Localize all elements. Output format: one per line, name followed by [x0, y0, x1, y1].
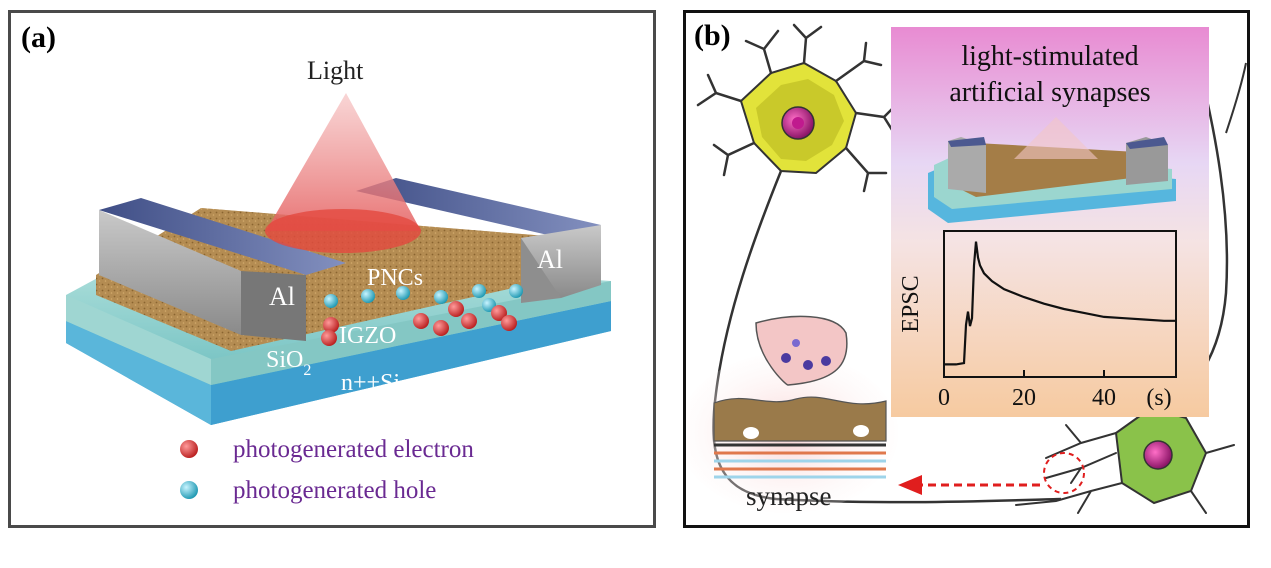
legend: photogenerated electron photogenerated h…: [180, 436, 474, 504]
panel-a-label: (a): [21, 21, 56, 54]
inset-title-line1: light-stimulated: [961, 41, 1138, 72]
electron-marker: [180, 440, 198, 458]
mini-device: [928, 117, 1176, 223]
synapse-label: synapse: [746, 481, 831, 511]
legend-hole-label: photogenerated hole: [233, 477, 436, 504]
sio2-label: SiO2: [266, 347, 311, 379]
epsc-series-line: [944, 241, 1176, 366]
carriers: [321, 284, 523, 346]
epsc-chart: EPSC 0 20 40 (s): [898, 230, 1177, 411]
hole-marker: [180, 481, 198, 499]
panel-b-label: (b): [694, 19, 731, 52]
neuron-top: [696, 23, 1062, 504]
panel-a: (a): [8, 10, 656, 528]
x-tick-label: 40: [1092, 385, 1116, 411]
x-ticks: 0 20 40: [938, 370, 1116, 411]
al-right-label: Al: [537, 245, 563, 274]
al-electrode-left: [99, 198, 346, 341]
x-tick-label: 20: [1012, 385, 1036, 411]
al-left-label: Al: [269, 282, 295, 311]
si-label: n++Si: [341, 370, 400, 396]
legend-electron-label: photogenerated electron: [233, 436, 474, 463]
light-label: Light: [307, 56, 364, 85]
neuron-bottom: [1015, 406, 1235, 514]
panel-b: synapse light-stimulated artificial syna…: [683, 10, 1250, 528]
synapse-illustration: [686, 315, 898, 513]
x-tick-label: 0: [938, 385, 950, 411]
al-electrode-right: [356, 178, 601, 303]
synapse-highlight-circle: [1043, 452, 1085, 494]
pncs-label: PNCs: [367, 265, 423, 291]
synapse-arrow: [898, 475, 1040, 495]
chart-frame: [943, 230, 1177, 378]
chart-xlabel: (s): [1146, 385, 1171, 411]
device-schematic: Light Al Al PNCs IGZO SiO2 n++Si photoge…: [66, 56, 611, 504]
neuron-illustration: synapse light-stimulated artificial syna…: [686, 23, 1247, 514]
igzo-label: IGZO: [339, 323, 396, 349]
inset-title-line2: artificial synapses: [949, 77, 1150, 108]
light-cone: [265, 93, 421, 253]
chart-ylabel: EPSC: [898, 275, 924, 332]
